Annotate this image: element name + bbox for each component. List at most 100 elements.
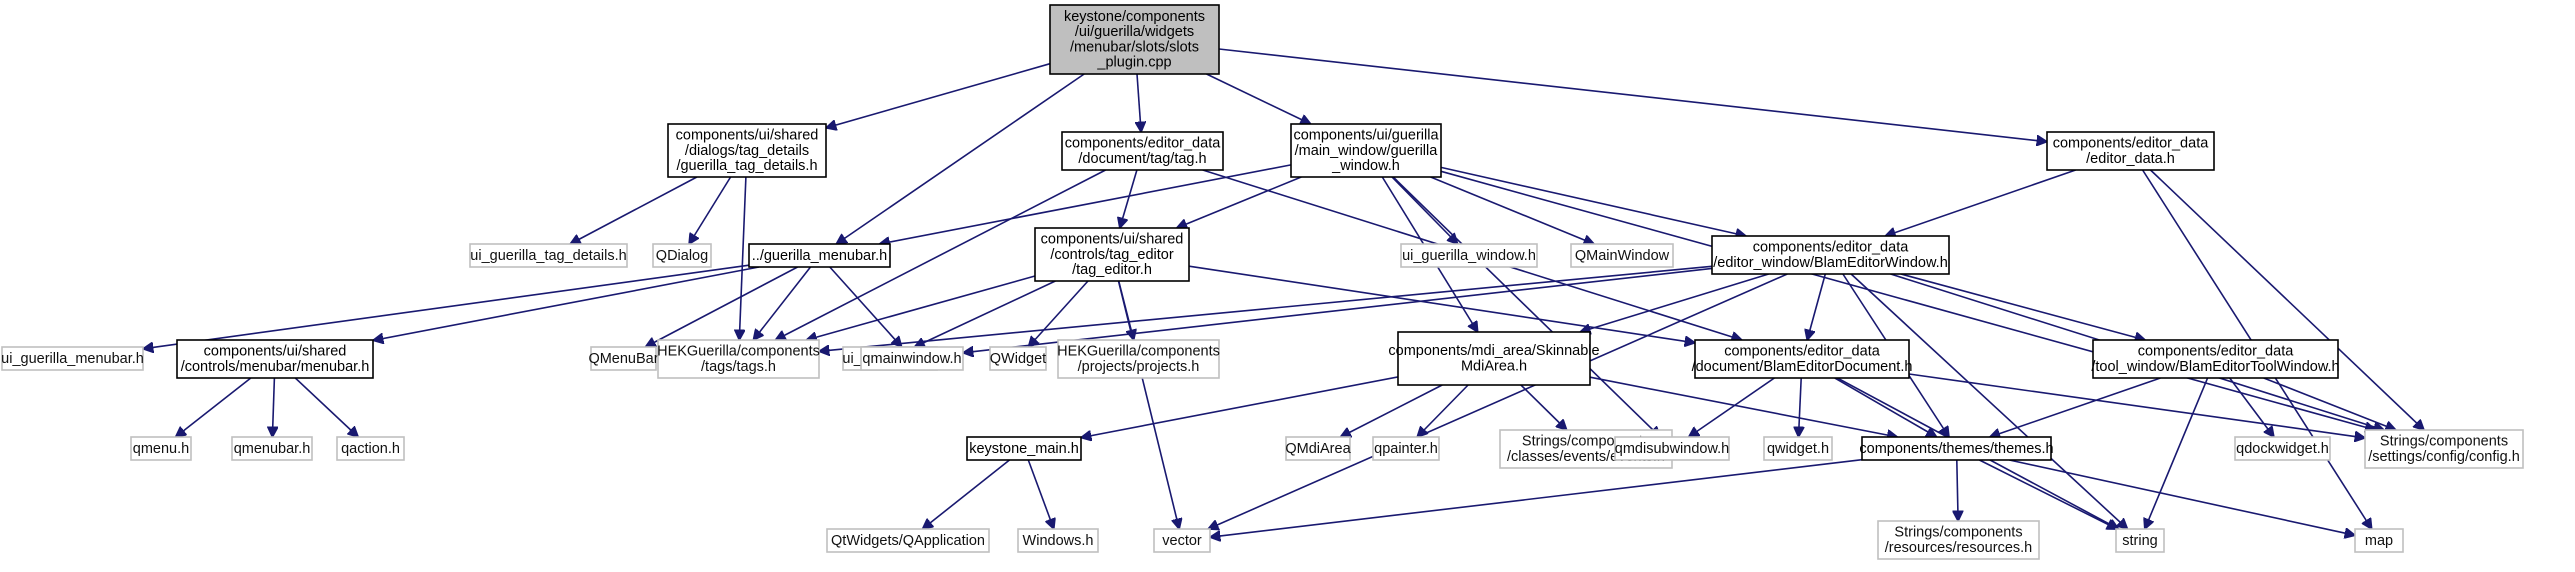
node-menubar_h[interactable]: components/ui/shared/controls/menubar/me… <box>176 339 374 379</box>
node-box <box>1 346 144 371</box>
node-label-line: qpainter.h <box>1374 441 1438 457</box>
node-box <box>1570 243 1674 268</box>
edge-tag_h-to-tag_editor <box>1120 169 1138 228</box>
node-tag_editor[interactable]: components/ui/shared/controls/tag_editor… <box>1034 227 1190 282</box>
node-label-line: keystone_main.h <box>969 441 1079 457</box>
node-label-line: ui_guerilla_menubar.h <box>1 351 144 367</box>
node-themes_h[interactable]: components/themes/themes.h <box>1859 436 2054 461</box>
node-editor_data[interactable]: components/editor_data/editor_data.h <box>2046 131 2215 171</box>
node-label-line: Strings/components <box>2380 434 2508 450</box>
node-qmdisubwindow_h: qmdisubwindow.h <box>1614 436 1730 461</box>
edge-root-to-main_window <box>1206 73 1311 124</box>
node-box <box>1061 131 1224 171</box>
node-tag_h[interactable]: components/editor_data/document/tag/tag.… <box>1061 131 1224 171</box>
node-label-line: ui_guerilla_window.h <box>1402 248 1536 264</box>
node-label-line: /tool_window/BlamEditorToolWindow.h <box>2091 359 2339 375</box>
edge-keystone_main-to-qapplication <box>923 459 1010 529</box>
edge-tag_editor-to-qwidget_cls <box>1028 280 1089 347</box>
edge-tag_details-to-qdialog <box>689 176 732 244</box>
node-label-line: components/editor_data <box>1065 136 1222 152</box>
node-box <box>652 243 712 268</box>
node-label-line: ../guerilla_menubar.h <box>752 248 887 264</box>
node-label-line: HEKGuerilla/components <box>657 344 820 360</box>
node-label-line: vector <box>1162 533 1202 549</box>
edge-main_window-to-guerilla_menubar <box>879 164 1292 244</box>
node-box <box>2354 528 2404 553</box>
edge-editor_data-to-config_h <box>2149 169 2425 430</box>
node-label-line: /tags/tags.h <box>701 359 776 375</box>
node-label-line: _plugin.cpp <box>1096 55 1171 71</box>
edge-root-to-editor_data <box>1218 48 2047 142</box>
node-map: map <box>2354 528 2404 553</box>
node-label-line: QMenuBar <box>588 351 658 367</box>
node-label-line: HEKGuerilla/components <box>1057 344 1220 360</box>
edge-main_window-to-blam_editor_window <box>1440 166 1746 236</box>
node-label-line: qaction.h <box>341 441 400 457</box>
node-keystone_main[interactable]: keystone_main.h <box>966 436 1082 461</box>
edge-blam_editor_window-to-string <box>1850 273 2127 529</box>
node-main_window[interactable]: components/ui/guerilla/main_window/gueri… <box>1290 123 1442 178</box>
nodes-layer: keystone/components/ui/guerilla/widgets/… <box>1 4 2524 560</box>
node-box <box>1694 339 1910 379</box>
node-label-line: components/editor_data <box>1724 344 1881 360</box>
node-blam_editor_doc[interactable]: components/editor_data/document/BlamEdit… <box>1692 339 1913 379</box>
node-blam_editor_window[interactable]: components/editor_data/editor_window/Bla… <box>1711 235 1950 275</box>
node-box <box>2364 429 2524 469</box>
node-box <box>1877 520 2040 560</box>
node-box <box>1711 235 1950 275</box>
node-vector: vector <box>1153 528 1211 553</box>
edge-tool_window-to-themes_h <box>1990 377 2161 437</box>
node-ui_guerilla_tag_details: ui_guerilla_tag_details.h <box>469 243 628 268</box>
node-label-line: MdiArea.h <box>1461 358 1527 374</box>
node-qmenubar_h: qmenubar.h <box>231 436 313 461</box>
node-label-line: /menubar/slots/slots <box>1070 39 1199 55</box>
edge-main_window-to-tag_editor <box>1177 176 1302 228</box>
node-tool_window[interactable]: components/editor_data/tool_window/BlamE… <box>2091 339 2340 379</box>
node-label-line: components/editor_data <box>2138 344 2295 360</box>
edge-blam_editor_window-to-qmainwindow_h <box>963 267 1713 352</box>
node-label-line: QWidget <box>990 351 1046 367</box>
node-guerilla_menubar[interactable]: ../guerilla_menubar.h <box>748 243 891 268</box>
node-box <box>1372 436 1440 461</box>
node-label-line: components/editor_data <box>1753 240 1910 256</box>
node-label-line: qmainwindow.h <box>862 351 961 367</box>
node-label-line: Windows.h <box>1023 533 1094 549</box>
node-string: string <box>2115 528 2165 553</box>
node-box <box>1034 227 1190 282</box>
node-label-line: /document/BlamEditorDocument.h <box>1692 359 1913 375</box>
node-box <box>336 436 405 461</box>
edge-blam_editor_doc-to-config_h <box>1908 373 2365 438</box>
node-qmainwindow: QMainWindow <box>1570 243 1674 268</box>
edge-themes_h-to-string <box>1979 459 2117 529</box>
node-label-line: components/themes/themes.h <box>1859 441 2053 457</box>
node-label-line: components/ui/shared <box>1041 232 1184 248</box>
node-tag_details[interactable]: components/ui/shared/dialogs/tag_details… <box>667 123 827 178</box>
edge-guerilla_menubar-to-ui_guerilla_menubar <box>143 264 750 349</box>
node-qmainwindow_h: qmainwindow.h <box>860 346 964 371</box>
node-label-line: string <box>2122 533 2157 549</box>
edge-blam_editor_doc-to-themes_h <box>1834 377 1937 437</box>
node-qdialog: QDialog <box>652 243 712 268</box>
node-label-line: /projects/projects.h <box>1078 359 1200 375</box>
node-label-line: components/ui/guerilla <box>1293 128 1439 144</box>
node-box <box>860 346 964 371</box>
node-box <box>2046 131 2215 171</box>
node-box <box>989 346 1047 371</box>
node-box <box>1057 339 1220 379</box>
edge-blam_editor_window-to-tags_h <box>819 265 1713 351</box>
edge-tool_window-to-string <box>2145 377 2209 529</box>
node-box <box>748 243 891 268</box>
node-box <box>1861 436 2052 461</box>
edge-themes_h-to-vector <box>1210 458 1863 538</box>
node-root[interactable]: keystone/components/ui/guerilla/widgets/… <box>1049 4 1220 75</box>
node-label-line: /document/tag/tag.h <box>1078 151 1206 167</box>
edge-skinnable_mdi-to-qpainter_h <box>1417 384 1469 437</box>
node-box <box>966 436 1082 461</box>
node-box <box>2234 436 2331 461</box>
node-box <box>1285 436 1351 461</box>
node-label-line: qdockwidget.h <box>2236 441 2329 457</box>
node-box <box>667 123 827 178</box>
edge-blam_editor_window-to-blam_editor_doc <box>1807 273 1827 340</box>
edge-tag_editor-to-ui_tag_editor <box>915 280 1056 347</box>
